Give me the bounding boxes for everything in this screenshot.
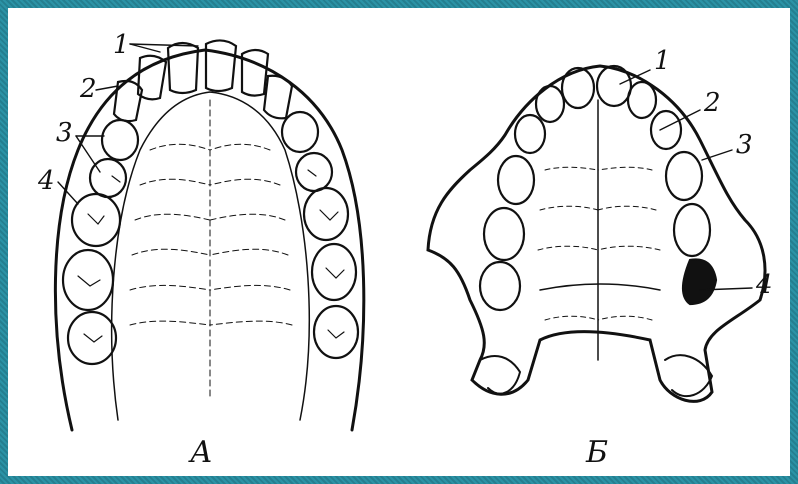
label-a-3: 3: [56, 120, 73, 146]
caption-a: А: [190, 438, 213, 468]
label-b-1: 1: [654, 48, 671, 74]
caption-b: Б: [586, 438, 608, 468]
jaw-a-drawing: [55, 40, 363, 430]
label-a-2: 2: [80, 76, 97, 102]
label-b-2: 2: [704, 90, 721, 116]
label-b-4: 4: [756, 272, 773, 298]
label-a-4: 4: [38, 168, 55, 194]
label-b-3: 3: [736, 132, 753, 158]
label-a-1: 1: [113, 32, 130, 58]
